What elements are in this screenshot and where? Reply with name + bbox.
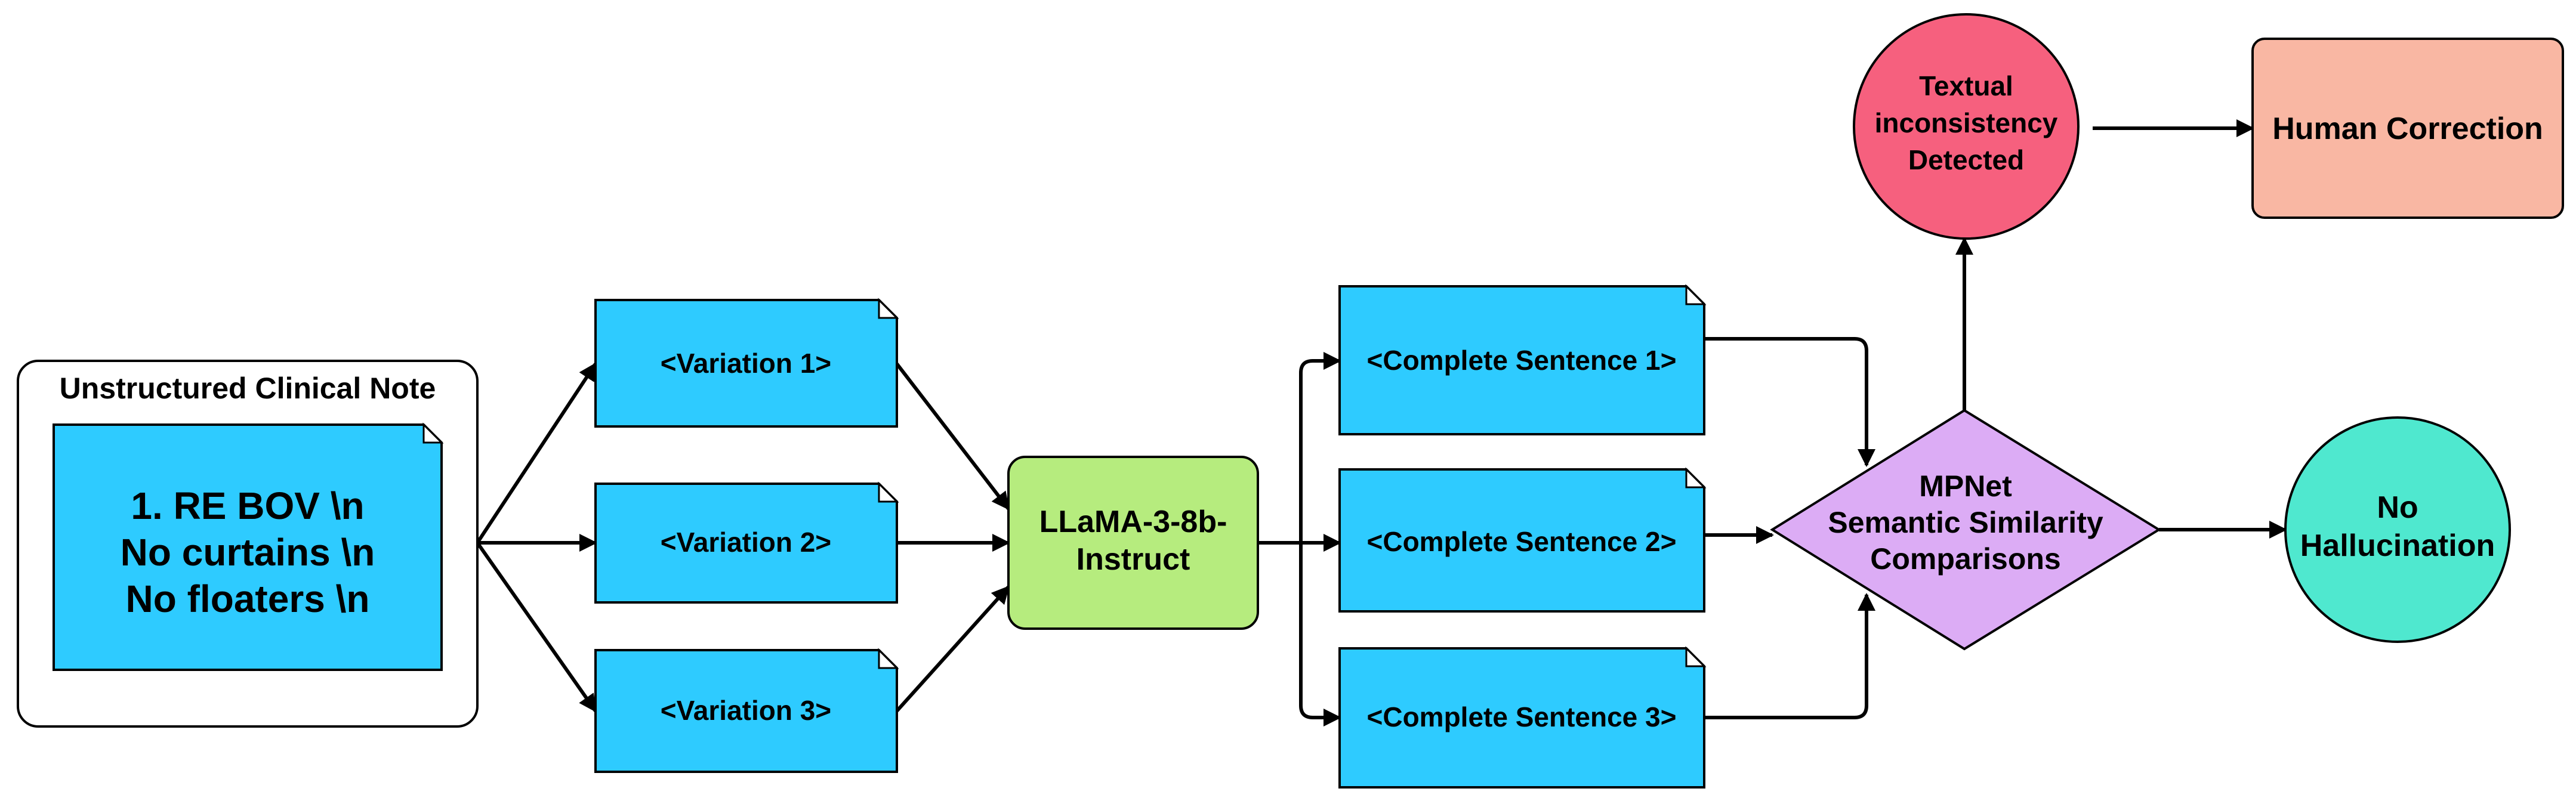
llm-label-line-1: LLaMA-3-8b- [1039,505,1227,539]
sentence-2-shape [1338,468,1705,613]
variation-3-label: <Variation 3> [661,695,831,726]
edge-sentence-1-to-mpnet [1704,337,1875,467]
sentence-1-fold [1685,284,1707,305]
sentence-3-label: <Complete Sentence 3> [1367,701,1677,732]
variation-3-shape [594,649,898,773]
clinical-note-line-3: No floaters \n [126,577,370,620]
sentence-3-fold [1685,646,1707,667]
edges [476,119,2287,726]
inconsistency-line-1: Textual [1919,70,2013,101]
sentence-1-label: <Complete Sentence 1> [1367,345,1677,376]
edge-note-to-variation-3 [476,542,597,713]
variation-2-fold [878,481,899,503]
variation-3-fold [878,648,899,669]
sentence-2-label: <Complete Sentence 2> [1367,526,1677,557]
variation-2-node: <Variation 2> [594,481,899,604]
mpnet-label-line-1: MPNet [1919,469,2012,503]
variation-2-shape [594,483,898,604]
sentence-1-node: <Complete Sentence 1> [1338,284,1707,435]
variation-1-fold [878,298,899,319]
mpnet-label-line-2: Semantic Similarity [1828,506,2103,539]
no-hallucination-line-1: No [2377,490,2418,525]
variation-1-node: <Variation 1> [594,298,899,428]
clinical-note-document-shape [53,423,443,671]
no-hallucination-node: No Hallucination [2284,416,2511,643]
edge-llm-to-sentence-1 [1299,352,1341,543]
edge-variation-1-to-llm [895,363,1010,511]
sentence-2-node: <Complete Sentence 2> [1338,467,1707,613]
sentence-3-node: <Complete Sentence 3> [1338,646,1707,789]
variation-1-shape [594,299,898,428]
mpnet-node: MPNet Semantic Similarity Comparisons [1770,409,2161,651]
clinical-note-container: Unstructured Clinical Note 1. RE BOV \n … [17,360,479,728]
llm-box [1007,456,1259,630]
clinical-note-document: 1. RE BOV \n No curtains \n No floaters … [53,422,444,671]
edge-variation-3-to-llm [895,585,1010,713]
edge-note-to-variation-1 [476,362,597,544]
human-correction-box [2251,38,2564,219]
clinical-note-line-1: 1. RE BOV \n [131,484,364,527]
clinical-note-line-2: No curtains \n [121,531,375,574]
no-hallucination-line-2: Hallucination [2300,528,2495,563]
mpnet-label-line-3: Comparisons [1870,542,2061,576]
clinical-note-document-fold [422,422,444,444]
inconsistency-line-2: inconsistency [1875,107,2058,138]
sentence-3-shape [1338,647,1705,789]
clinical-note-title: Unstructured Clinical Note [60,372,436,405]
sentence-1-shape [1338,285,1705,435]
llm-label-line-2: Instruct [1076,542,1190,577]
human-correction-label: Human Correction [2272,112,2543,146]
llm-node: LLaMA-3-8b- Instruct [1007,456,1259,630]
sentence-2-fold [1685,467,1707,488]
variation-1-label: <Variation 1> [661,348,831,379]
human-correction-node: Human Correction [2251,38,2564,219]
inconsistency-node: Textual inconsistency Detected [1853,13,2080,240]
inconsistency-circle [1853,13,2080,240]
no-hallucination-circle [2284,416,2511,643]
edge-llm-to-sentence-3 [1299,543,1341,726]
edge-sentence-3-to-mpnet [1704,593,1875,719]
inconsistency-line-3: Detected [1908,144,2024,175]
variation-2-label: <Variation 2> [661,527,831,558]
mpnet-diamond [1770,409,2161,651]
variation-3-node: <Variation 3> [594,648,899,773]
